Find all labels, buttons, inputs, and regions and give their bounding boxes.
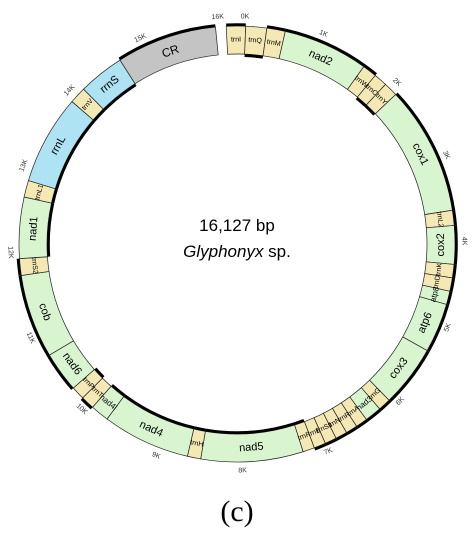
strand-line-nad2 xyxy=(285,28,366,67)
tick-7K: 7K xyxy=(323,447,334,457)
strand-line-atp6 xyxy=(427,304,450,352)
label-trnK: trnK xyxy=(435,262,444,276)
label-trnI: trnI xyxy=(231,36,241,43)
strand-line-trnA xyxy=(356,419,369,429)
species-name: Glyphonyx sp. xyxy=(183,242,291,261)
label-trnD: trnD xyxy=(433,275,442,289)
species-suffix: sp. xyxy=(263,242,290,261)
strand-line-trnC xyxy=(355,97,367,107)
label-atp8: atp8 xyxy=(428,285,441,303)
label-trnE: trnE xyxy=(307,427,322,438)
label-nad1: nad1 xyxy=(27,216,41,241)
strand-line-nad4l xyxy=(111,384,126,397)
label-cox2: cox2 xyxy=(435,233,447,256)
strand-line-trnM xyxy=(266,25,286,32)
tick-0K: 0K xyxy=(241,14,250,21)
tick-11K: 11K xyxy=(25,331,36,345)
circular-genome-map: 0K1K2K3K4K5K6K7K8K9K10K11K12K13K14K15K16… xyxy=(6,13,467,474)
label-trnH: trnH xyxy=(190,439,204,448)
strand-line-trnT xyxy=(80,397,93,410)
strand-line-rrnS xyxy=(103,83,137,112)
strand-line-trnS2 xyxy=(16,258,22,276)
tick-1K: 1K xyxy=(318,29,329,39)
label-cob: cob xyxy=(36,302,53,323)
strand-line-trnH xyxy=(193,426,206,432)
strand-line-cox3 xyxy=(389,350,430,403)
strand-line-cob xyxy=(18,275,50,357)
tick-13K: 13K xyxy=(19,158,30,172)
label-trnL2: trnL2 xyxy=(435,211,444,228)
tick-2K: 2K xyxy=(391,77,402,88)
genome-length: 16,127 bp xyxy=(199,216,275,235)
strand-line-trnV xyxy=(93,109,106,122)
strand-line-trnQ xyxy=(244,54,264,59)
strand-line-nad6 xyxy=(47,355,74,390)
strand-line-trnD xyxy=(449,277,456,292)
segment-CR xyxy=(119,26,219,85)
species-genus: Glyphonyx xyxy=(183,242,264,261)
label-CR: CR xyxy=(160,42,181,61)
tick-9K: 9K xyxy=(151,451,162,461)
strand-line-trnP xyxy=(94,367,105,379)
strand-line-trnK xyxy=(452,264,457,279)
label-nad5: nad5 xyxy=(239,441,264,455)
tick-5K: 5K xyxy=(443,322,453,333)
label-trnS2: trnS2 xyxy=(30,257,39,274)
strand-line-cox1 xyxy=(395,92,456,211)
gene-segments xyxy=(16,23,458,463)
strand-line-trnY xyxy=(364,104,376,116)
strand-line-cox2 xyxy=(454,225,458,265)
tick-4K: 4K xyxy=(460,237,467,246)
label-trnL1: trnL1 xyxy=(34,184,45,201)
strand-line-CR xyxy=(118,24,216,61)
tick-3K: 3K xyxy=(441,150,451,161)
tick-15K: 15K xyxy=(133,33,148,45)
tick-6K: 6K xyxy=(395,396,406,407)
strand-line-trnE xyxy=(314,443,327,451)
strand-line-trnF xyxy=(293,419,305,426)
strand-line-nad4 xyxy=(123,394,195,430)
strand-line-nad5 xyxy=(205,422,295,434)
strand-line-rrnL xyxy=(55,119,96,190)
strand-line-atp8 xyxy=(446,291,453,306)
strand-line-nad1 xyxy=(47,203,55,257)
strand-line-trnG xyxy=(379,400,391,411)
label-trnF: trnF xyxy=(297,431,311,442)
tick-8K: 8K xyxy=(238,467,247,474)
strand-line-trnW xyxy=(363,64,378,76)
strand-line-trnL2 xyxy=(452,209,457,226)
panel-label: (c) xyxy=(220,495,254,528)
label-trnQ: trnQ xyxy=(248,37,263,45)
strand-line-trnL1 xyxy=(51,188,58,204)
strand-line-trnR xyxy=(346,426,359,435)
strand-line-nad3 xyxy=(366,408,382,422)
tick-12K: 12K xyxy=(6,246,13,259)
strand-line-trnN xyxy=(336,432,348,441)
tick-16K: 16K xyxy=(211,13,224,21)
tick-14K: 14K xyxy=(63,83,77,97)
strand-line-trnS1 xyxy=(325,438,338,446)
label-trnM: trnM xyxy=(266,39,281,48)
